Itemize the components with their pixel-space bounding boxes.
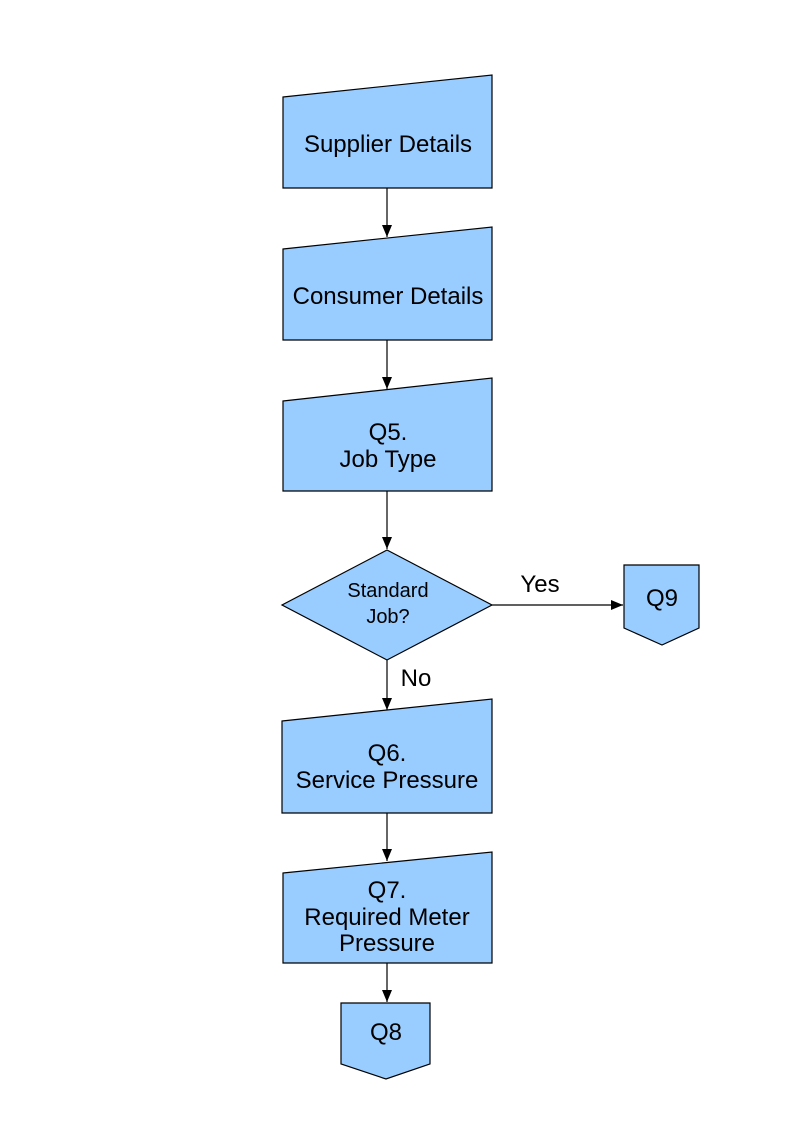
node-q7-label-line3: Pressure (339, 930, 435, 957)
edge-label-yes: Yes (520, 571, 559, 598)
node-supplier-details (282, 74, 493, 189)
edge-label-no: No (401, 665, 432, 692)
node-consumer-details-label: Consumer Details (293, 283, 484, 310)
node-q8-connector (340, 1002, 431, 1080)
node-q6-label-line2: Service Pressure (296, 767, 479, 794)
node-q9-label: Q9 (646, 585, 678, 612)
node-q9-connector (623, 564, 700, 646)
node-q7-required-meter-pressure (282, 851, 493, 964)
node-q5-label-line2: Job Type (340, 446, 437, 473)
node-q8-label: Q8 (370, 1019, 402, 1046)
node-consumer-details (282, 226, 493, 341)
node-q6-service-pressure (281, 698, 493, 814)
node-q7-label-line2: Required Meter (304, 904, 469, 931)
node-decision-label-line1: Standard (347, 580, 428, 602)
node-q5-job-type (282, 377, 493, 492)
node-q7-label-line1: Q7. (368, 877, 407, 904)
node-standard-job-decision (280, 549, 494, 661)
node-q6-label-line1: Q6. (368, 740, 407, 767)
node-q5-label-line1: Q5. (369, 419, 408, 446)
node-supplier-details-label: Supplier Details (304, 131, 472, 158)
node-decision-label-line2: Job? (366, 606, 409, 628)
